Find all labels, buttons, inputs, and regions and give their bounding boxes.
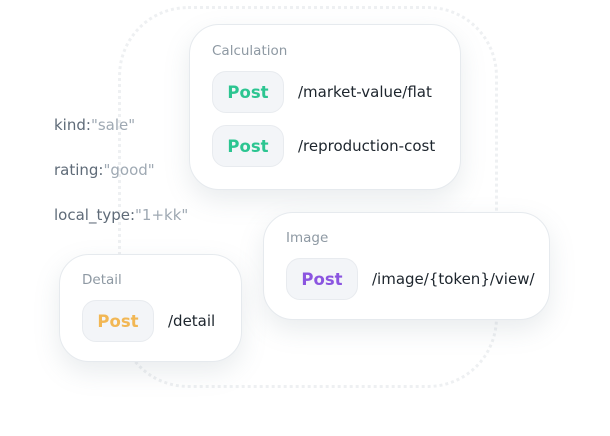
- endpoint-row[interactable]: Post /detail: [82, 300, 215, 342]
- param-local-type: local_type:"1+kk": [54, 204, 188, 249]
- method-badge[interactable]: Post: [82, 300, 154, 342]
- calculation-card: Calculation Post /market-value/flat Post…: [189, 24, 461, 190]
- method-badge[interactable]: Post: [286, 258, 358, 300]
- param-value: "sale": [90, 116, 136, 134]
- card-title: Calculation: [212, 43, 288, 59]
- param-key: kind:: [54, 116, 91, 134]
- param-key: rating:: [54, 161, 104, 179]
- request-params: kind:"sale" rating:"good" local_type:"1+…: [54, 114, 188, 249]
- dotted-background-frame: [118, 6, 498, 388]
- method-badge[interactable]: Post: [212, 125, 284, 167]
- endpoint-path: /reproduction-cost: [298, 137, 436, 155]
- detail-card: Detail Post /detail: [59, 254, 242, 362]
- card-title: Detail: [82, 272, 122, 288]
- card-title: Image: [286, 230, 329, 246]
- endpoint-row[interactable]: Post /market-value/flat: [212, 71, 432, 113]
- param-kind: kind:"sale": [54, 114, 188, 159]
- image-card: Image Post /image/{token}/view/: [263, 212, 550, 320]
- param-key: local_type:: [54, 206, 136, 224]
- endpoint-row[interactable]: Post /image/{token}/view/: [286, 258, 535, 300]
- endpoint-path: /detail: [168, 312, 216, 330]
- param-value: "1+kk": [135, 206, 189, 224]
- endpoint-path: /image/{token}/view/: [372, 270, 535, 288]
- endpoint-path: /market-value/flat: [298, 83, 432, 101]
- param-value: "good": [103, 161, 155, 179]
- method-badge[interactable]: Post: [212, 71, 284, 113]
- param-rating: rating:"good": [54, 159, 188, 204]
- endpoint-row[interactable]: Post /reproduction-cost: [212, 125, 435, 167]
